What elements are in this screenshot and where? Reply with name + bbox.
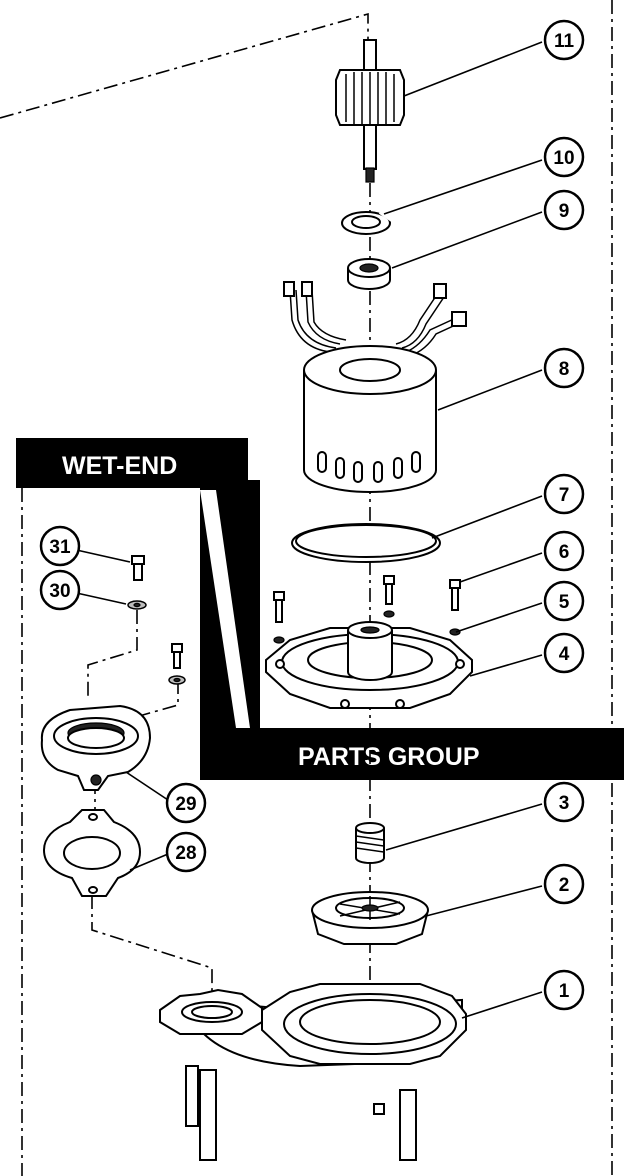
svg-text:6: 6 (559, 542, 570, 563)
parts-group-label: PARTS GROUP (298, 743, 480, 771)
callout-3: 3 (543, 781, 585, 823)
left-axis-3 (91, 895, 213, 995)
callout-8: 8 (543, 347, 585, 389)
svg-text:4: 4 (559, 644, 570, 665)
callout-10: 10 (543, 136, 585, 178)
part-gasket (42, 809, 142, 897)
part-retaining-ring (341, 210, 394, 235)
svg-text:3: 3 (559, 793, 570, 814)
svg-text:5: 5 (559, 592, 570, 613)
part-seal (355, 822, 385, 864)
svg-text:10: 10 (553, 148, 574, 169)
callout-29: 29 (165, 782, 207, 824)
svg-text:11: 11 (554, 31, 575, 52)
svg-text:2: 2 (559, 875, 570, 896)
svg-text:8: 8 (559, 359, 570, 380)
part-o-ring (291, 523, 441, 563)
callout-11: 11 (543, 19, 585, 61)
callout-28: 28 (165, 831, 207, 873)
svg-text:28: 28 (175, 843, 196, 864)
svg-text:31: 31 (49, 537, 71, 558)
outline-frame (0, 0, 613, 1176)
left-axis (87, 610, 138, 700)
svg-text:7: 7 (559, 485, 570, 506)
part-stator (283, 281, 467, 493)
leader-lines (71, 41, 543, 1019)
callout-6: 6 (543, 530, 585, 572)
callout-7: 7 (543, 473, 585, 515)
part-bolts-upper (273, 575, 461, 644)
wet-end-label: WET-END (62, 452, 177, 480)
callout-1: 1 (543, 969, 585, 1011)
svg-text:1: 1 (559, 981, 570, 1002)
svg-text:30: 30 (49, 581, 70, 602)
callout-31: 31 (39, 525, 81, 567)
callout-5: 5 (543, 580, 585, 622)
callout-30: 30 (39, 569, 81, 611)
part-wet-end-bolts (127, 555, 186, 685)
callouts: 11 10 9 8 7 6 5 4 (39, 19, 585, 1011)
svg-text:29: 29 (175, 794, 196, 815)
callout-9: 9 (543, 189, 585, 231)
part-rotor-shaft (335, 39, 405, 183)
callout-4: 4 (543, 632, 585, 674)
part-discharge-flange (40, 704, 152, 791)
part-volute-base (159, 983, 467, 1161)
svg-text:9: 9 (559, 201, 570, 222)
part-housing-flange (265, 621, 473, 709)
part-impeller (311, 891, 429, 945)
part-bearing (347, 258, 391, 290)
callout-2: 2 (543, 863, 585, 905)
wet-end-banner (16, 438, 624, 780)
